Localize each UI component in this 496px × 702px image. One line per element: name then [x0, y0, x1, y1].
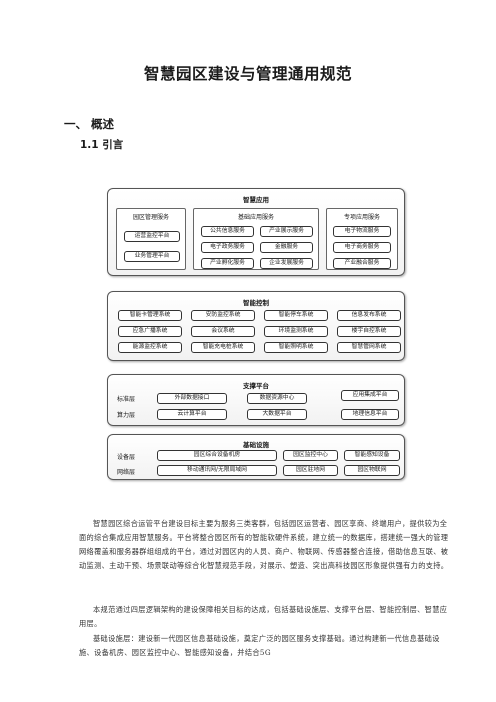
box-data-resource-center: 数据资源中心: [247, 393, 307, 404]
section-heading-overview: 一、 概述: [64, 117, 115, 131]
box-industry-display: 产业展示服务: [260, 226, 313, 237]
box-operation-monitoring: 运营监控平台: [124, 231, 180, 242]
box-e-government: 电子政务服务: [201, 242, 254, 253]
box-resident-network: 园区驻地网: [283, 465, 338, 476]
box-incubation: 产业孵化服务: [201, 258, 254, 269]
box-iot: 园区物联网: [344, 465, 400, 476]
box-enterprise-development: 企业发展服务: [260, 258, 313, 269]
document-title: 智慧园区建设与管理通用规范: [143, 65, 352, 83]
box-external-data-interface: 外部数据接口: [157, 393, 227, 404]
box-control-system: 智能照明系统: [264, 342, 328, 353]
box-cloud-computing: 云计算平台: [157, 409, 227, 420]
paragraph-architecture: 本规范通过四层逻辑架构的建设保障相关目标的达成，包括基础设施层、支撑平台层、智能…: [79, 605, 448, 628]
box-mobile-wireless-network: 移动通讯网/无限局域网: [157, 465, 277, 476]
box-control-system: 信息发布系统: [337, 310, 401, 321]
box-control-system: 能源监控系统: [118, 342, 182, 353]
box-business-management: 业务管理平台: [124, 251, 180, 262]
box-control-system: 智能停车系统: [264, 310, 328, 321]
layer-title: 智能控制: [243, 299, 269, 307]
label-standard-layer: 标准层: [117, 396, 136, 403]
panel-park-management: 园区管理服务 运营监控平台 业务管理平台: [116, 208, 186, 270]
label-compute-layer: 算力层: [117, 412, 136, 419]
box-monitoring-center: 园区监控中心: [283, 450, 338, 461]
paragraph-platform-goal: 智慧园区综合运管平台建设目标主要为服务三类客群，包括园区运营者、园区享商、终端用…: [79, 519, 449, 570]
layer-title: 支撑平台: [243, 382, 269, 390]
layer-smart-control: 智能控制 智能卡管理系统安防监控系统智能停车系统信息发布系统应急广播系统会议系统…: [107, 291, 405, 361]
panel-title: 专项应用服务: [343, 214, 380, 221]
box-sensing-devices: 智能感知设备: [344, 450, 400, 461]
box-control-system: 应急广播系统: [118, 326, 182, 337]
box-control-system: 环境监测系统: [264, 326, 328, 337]
box-public-info: 公共信息服务: [201, 226, 254, 237]
layer-infrastructure: 基础设施 设备层 网络层 园区综合设备机房 园区监控中心 智能感知设备 移动通讯…: [107, 434, 405, 480]
box-geographic-info: 地理信息平台: [341, 409, 399, 420]
panel-special-application: 专项应用服务 电子物流服务 电子商务服务 产业融合服务: [326, 208, 398, 270]
panel-title: 园区管理服务: [132, 214, 169, 221]
label-network-layer: 网络层: [117, 469, 136, 476]
box-control-system: 智能卡管理系统: [118, 310, 182, 321]
layer-support-platform: 支撑平台 标准层 算力层 外部数据接口 数据资源中心 应用集成平台 云计算平台 …: [107, 374, 405, 426]
layer-title: 基础设施: [243, 441, 269, 449]
box-big-data: 大数据平台: [247, 409, 307, 420]
label-device-layer: 设备层: [117, 454, 136, 461]
box-equipment-room: 园区综合设备机房: [157, 450, 277, 461]
section-heading-intro: 1.1 引言: [80, 139, 124, 151]
panel-title: 基础应用服务: [237, 214, 274, 221]
layer-smart-application: 智慧应用 园区管理服务 运营监控平台 业务管理平台 基础应用服务 公共信息服务 …: [107, 188, 405, 276]
box-control-system: 会议系统: [191, 326, 255, 337]
panel-basic-application: 基础应用服务 公共信息服务 产业展示服务 电子政务服务 金融服务 产业孵化服务 …: [193, 208, 319, 270]
box-e-commerce: 电子商务服务: [333, 242, 391, 253]
box-application-integration: 应用集成平台: [341, 390, 399, 401]
box-control-system: 智能充电桩系统: [191, 342, 255, 353]
box-finance: 金融服务: [260, 242, 313, 253]
architecture-diagram: 智慧应用 园区管理服务 运营监控平台 业务管理平台 基础应用服务 公共信息服务 …: [107, 188, 405, 480]
box-e-logistics: 电子物流服务: [333, 226, 391, 237]
box-control-system: 智慧管网系统: [337, 342, 401, 353]
layer-title: 智慧应用: [243, 196, 269, 204]
box-control-system: 楼宇自控系统: [337, 326, 401, 337]
box-control-system: 安防监控系统: [191, 310, 255, 321]
box-industry-integration: 产业融合服务: [333, 258, 391, 269]
paragraph-infrastructure: 基础设施层：建设新一代园区信息基础设施，奠定广泛的园区服务支撑基础。通过构建新一…: [79, 634, 440, 657]
